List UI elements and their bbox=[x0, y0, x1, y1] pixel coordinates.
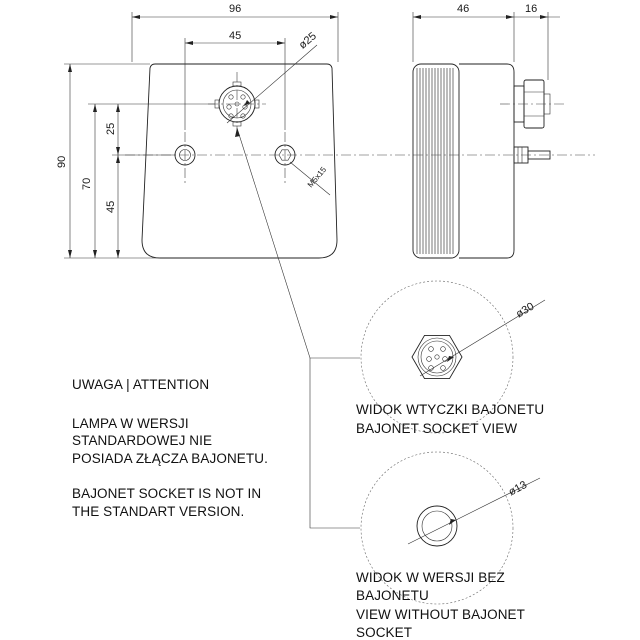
dim-width-label: 96 bbox=[229, 3, 241, 15]
leader-lines bbox=[235, 127, 360, 529]
plain-caption-line4: SOCKET bbox=[356, 625, 412, 640]
socket-caption-line1: WIDOK WTYCZKI BAJONETU bbox=[356, 402, 544, 417]
dimension-lower: 25 45 bbox=[105, 104, 175, 258]
dimension-thread: M5x15 bbox=[289, 161, 331, 196]
dim-thread-label: M5x15 bbox=[306, 165, 329, 190]
side-housing bbox=[459, 63, 515, 259]
side-view: 46 16 bbox=[412, 3, 565, 259]
connector-socket bbox=[208, 72, 266, 138]
dimension-hole-height: 70 bbox=[81, 103, 215, 258]
attention-note: UWAGA | ATTENTION LAMPA W WERSJI STANDAR… bbox=[72, 377, 268, 519]
dim-spacing-label: 45 bbox=[229, 30, 241, 42]
note-en-line2: THE STANDART VERSION. bbox=[72, 504, 244, 519]
note-pl-line3: POSIADA ZŁĄCZA BAJONETU. bbox=[72, 451, 268, 466]
plain-caption: WIDOK W WERSJI BEZ BAJONETU VIEW WITHOUT… bbox=[356, 570, 525, 640]
dimension-height: 90 bbox=[56, 63, 160, 259]
dimension-connector-diameter: ø25 bbox=[226, 30, 319, 124]
dimension-connector-depth: 16 bbox=[514, 3, 560, 80]
socket-caption: WIDOK WTYCZKI BAJONETU BAJONET SOCKET VI… bbox=[356, 402, 544, 436]
dim-diameter-label: ø25 bbox=[297, 30, 319, 51]
note-en-line1: BAJONET SOCKET IS NOT IN bbox=[72, 486, 261, 501]
mounting-hole-left bbox=[174, 132, 196, 186]
socket-caption-line2: BAJONET SOCKET VIEW bbox=[356, 421, 517, 436]
plain-caption-line3: VIEW WITHOUT BAJONET bbox=[356, 607, 525, 622]
side-stud bbox=[513, 146, 551, 164]
plain-caption-line1: WIDOK W WERSJI BEZ bbox=[356, 570, 505, 585]
dim-height-label: 90 bbox=[56, 156, 68, 168]
dim-hole-height-label: 70 bbox=[81, 178, 93, 190]
dim-depth-label: 46 bbox=[457, 3, 469, 15]
plain-caption-line2: BAJONETU bbox=[356, 588, 429, 603]
dim-plain-diameter-label: ø13 bbox=[507, 479, 529, 499]
dim-upper-offset-label: 25 bbox=[105, 123, 117, 135]
note-pl-line1: LAMPA W WERSJI bbox=[72, 416, 189, 431]
dimension-connector-spacing: 45 bbox=[184, 30, 286, 130]
mounting-hole-right bbox=[274, 132, 296, 186]
dimension-depth: 46 bbox=[412, 3, 515, 62]
side-lens bbox=[412, 63, 460, 259]
side-lens-ribs bbox=[416, 68, 454, 254]
side-bayonet bbox=[500, 79, 565, 129]
dim-socket-diameter-label: ø30 bbox=[514, 301, 536, 321]
housing-outline bbox=[141, 63, 338, 259]
dimension-width: 96 bbox=[131, 3, 339, 62]
dim-lower-height-label: 45 bbox=[105, 201, 117, 213]
note-heading: UWAGA | ATTENTION bbox=[72, 377, 209, 392]
dim-connector-depth-label: 16 bbox=[525, 3, 537, 15]
note-pl-line2: STANDARDOWEJ NIE bbox=[72, 433, 212, 448]
